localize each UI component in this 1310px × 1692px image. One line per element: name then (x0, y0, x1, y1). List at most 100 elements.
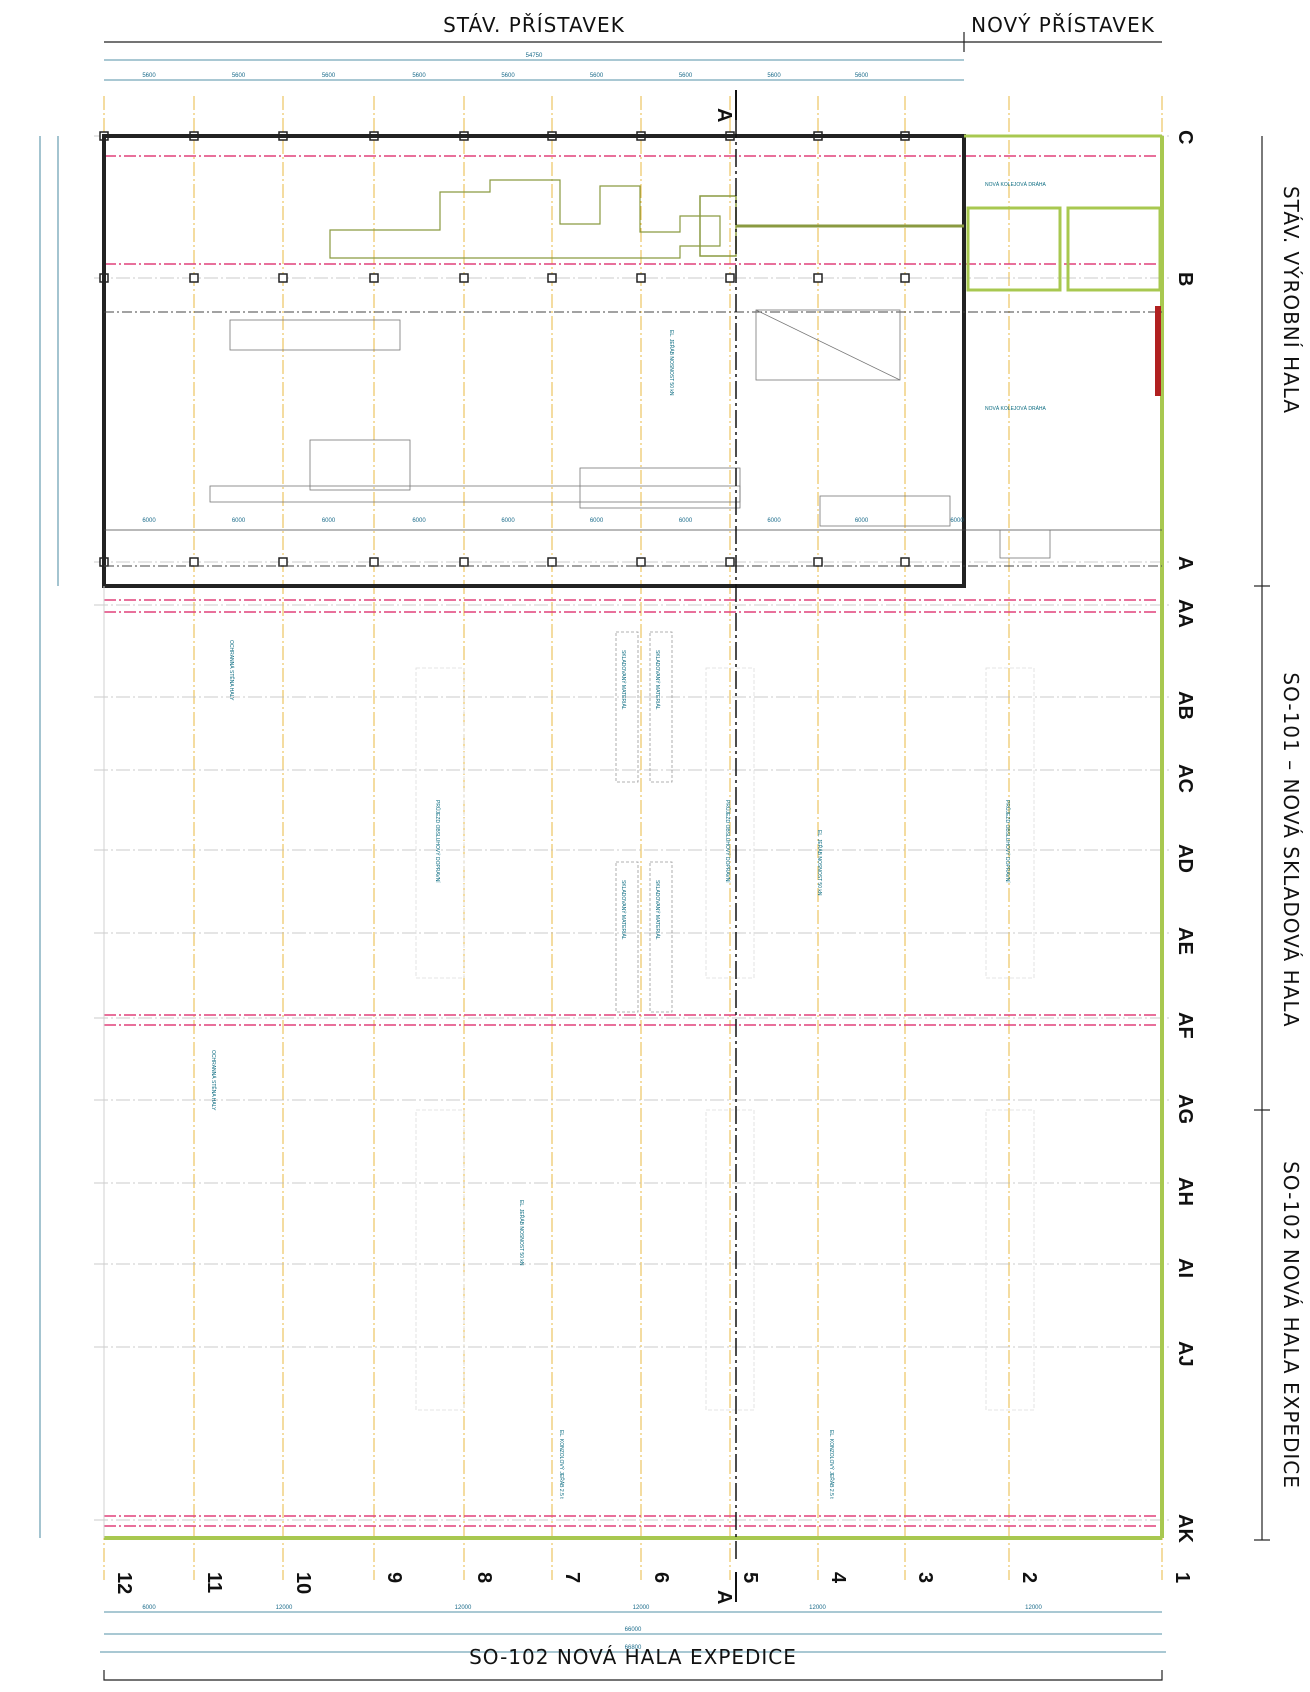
row-axis-label-AF: AF (1174, 1012, 1196, 1039)
dim-top-span: 5600 (232, 73, 246, 79)
dim-top-span: 5600 (501, 73, 515, 79)
note-crane-1: EL. JEŘÁB NOSNOST 50 kN (816, 830, 824, 896)
column-axis-label-10: 10 (292, 1572, 314, 1594)
note-crane-3: EL. JEŘÁB NOSNOST 50 kN (668, 330, 676, 396)
steel-column (459, 557, 469, 567)
dim-inner-span: 6000 (950, 518, 964, 524)
dim-bottom-total-2: 66800 (625, 1645, 642, 1651)
steel-column (189, 557, 199, 567)
steel-column (813, 557, 823, 567)
equipment-6 (819, 495, 951, 527)
dim-inner-span: 6000 (501, 518, 515, 524)
dim-bottom-span: 6000 (142, 1605, 156, 1611)
machine-block (699, 195, 737, 257)
column-axis-label-12: 12 (113, 1572, 135, 1594)
pass-zone-1 (415, 667, 465, 979)
title-expedition-bottom: SO-102 NOVÁ HALA EXPEDICE (469, 1645, 797, 1669)
row-axis-label-AB: AB (1174, 691, 1196, 720)
pass-zone-2 (705, 667, 755, 979)
note-pass-3: PRŮJEZD OBSLUHOVÝ DOPRAVNÍ (1004, 800, 1011, 883)
crane-rails (104, 155, 1158, 1527)
row-axis-label-B: B (1174, 272, 1196, 286)
dim-bottom-span: 12000 (809, 1605, 826, 1611)
note-storage-3: SKLADOVANÝ MATERIÁL (620, 880, 627, 940)
title-new-expedition-hall: SO-102 NOVÁ HALA EXPEDICE (1279, 1161, 1303, 1489)
dim-inner-span: 6000 (322, 518, 336, 524)
dim-inner-span: 6000 (142, 518, 156, 524)
building-walls (102, 134, 1164, 1540)
storage-zone-4 (649, 861, 673, 1013)
row-axis-label-A: A (1174, 556, 1196, 570)
dim-inner-span: 6000 (412, 518, 426, 524)
steel-column (278, 557, 288, 567)
title-extent-bottom (103, 1670, 1163, 1681)
column-axis-label-5: 5 (739, 1572, 761, 1583)
row-axis-label-AE: AE (1174, 927, 1196, 955)
steel-column (725, 273, 735, 283)
section-marker: A (713, 1590, 735, 1604)
steel-column (278, 273, 288, 283)
lower-zone-1 (415, 1109, 465, 1411)
lower-zone-3 (985, 1109, 1035, 1411)
equipment-7 (999, 529, 1051, 559)
row-axis-label-AJ: AJ (1174, 1341, 1196, 1367)
note-crane-new: NOVÁ KOLEJOVÁ DRÁHA (985, 405, 1047, 412)
column-axis-label-7: 7 (561, 1572, 583, 1583)
column-axis-label-3: 3 (914, 1572, 936, 1583)
storage-zone-3 (615, 861, 639, 1013)
note-storage-2: SKLADOVANÝ MATERIÁL (654, 650, 661, 710)
steel-column (900, 557, 910, 567)
equipment-2 (309, 439, 411, 491)
note-storage-1: SKLADOVANÝ MATERIÁL (620, 650, 627, 710)
steel-column (900, 273, 910, 283)
row-axis-label-AC: AC (1174, 764, 1196, 793)
dim-top-span: 5600 (322, 73, 336, 79)
steel-column (813, 273, 823, 283)
dim-top-span: 5600 (767, 73, 781, 79)
note-crane-new: NOVÁ KOLEJOVÁ DRÁHA (985, 181, 1047, 188)
title-existing-production-hall: STÁV. VÝROBNÍ HALA (1279, 186, 1303, 414)
title-existing-annex: STÁV. PŘÍSTAVEK (443, 13, 625, 37)
row-axis-label-AD: AD (1174, 844, 1196, 873)
column-axis-label-1: 1 (1171, 1572, 1193, 1583)
pass-zone-3 (985, 667, 1035, 979)
dim-top-span: 5600 (679, 73, 693, 79)
dim-bottom-span: 12000 (455, 1605, 472, 1611)
dim-inner-span: 6000 (679, 518, 693, 524)
steel-column (369, 273, 379, 283)
equipment-5 (755, 309, 901, 381)
column-axis-label-4: 4 (827, 1572, 849, 1584)
title-new-storage-hall: SO-101 – NOVÁ SKLADOVÁ HALA (1279, 672, 1303, 1027)
steel-column (636, 557, 646, 567)
existing-annex-outline (102, 134, 966, 588)
storage-zone-1 (615, 631, 639, 783)
note-storage-4: SKLADOVANÝ MATERIÁL (654, 880, 661, 940)
row-axis-label-AA: AA (1174, 599, 1196, 628)
dim-inner-span: 6000 (855, 518, 869, 524)
steel-column (459, 273, 469, 283)
steel-column (547, 557, 557, 567)
steel-column (725, 557, 735, 567)
note-crane-2: EL. JEŘÁB NOSNOST 50 kN (518, 1200, 526, 1266)
dim-inner-span: 6000 (232, 518, 246, 524)
annotation-notes: NOVÁ KOLEJOVÁ DRÁHA NOVÁ KOLEJOVÁ DRÁHA SK… (210, 181, 1047, 1499)
dim-bottom-span: 12000 (1025, 1605, 1042, 1611)
dim-top-span: 5600 (590, 73, 604, 79)
row-axis-label-AI: AI (1174, 1258, 1196, 1278)
dim-bottom-span: 12000 (276, 1605, 293, 1611)
equipment-3 (209, 485, 741, 503)
steel-column (369, 557, 379, 567)
steel-column (636, 273, 646, 283)
note-pass-2: PRŮJEZD OBSLUHOVÝ DOPRAVNÍ (724, 800, 731, 883)
column-axis-label-6: 6 (650, 1572, 672, 1583)
equipment-4 (579, 467, 741, 509)
dim-top-span: 5600 (142, 73, 156, 79)
door-red (1155, 306, 1161, 396)
dim-inner-span: 6000 (767, 518, 781, 524)
dim-top-overall: 54750 (526, 53, 543, 59)
equipment-layout (209, 179, 1051, 1411)
equipment-diagonal (755, 309, 901, 381)
